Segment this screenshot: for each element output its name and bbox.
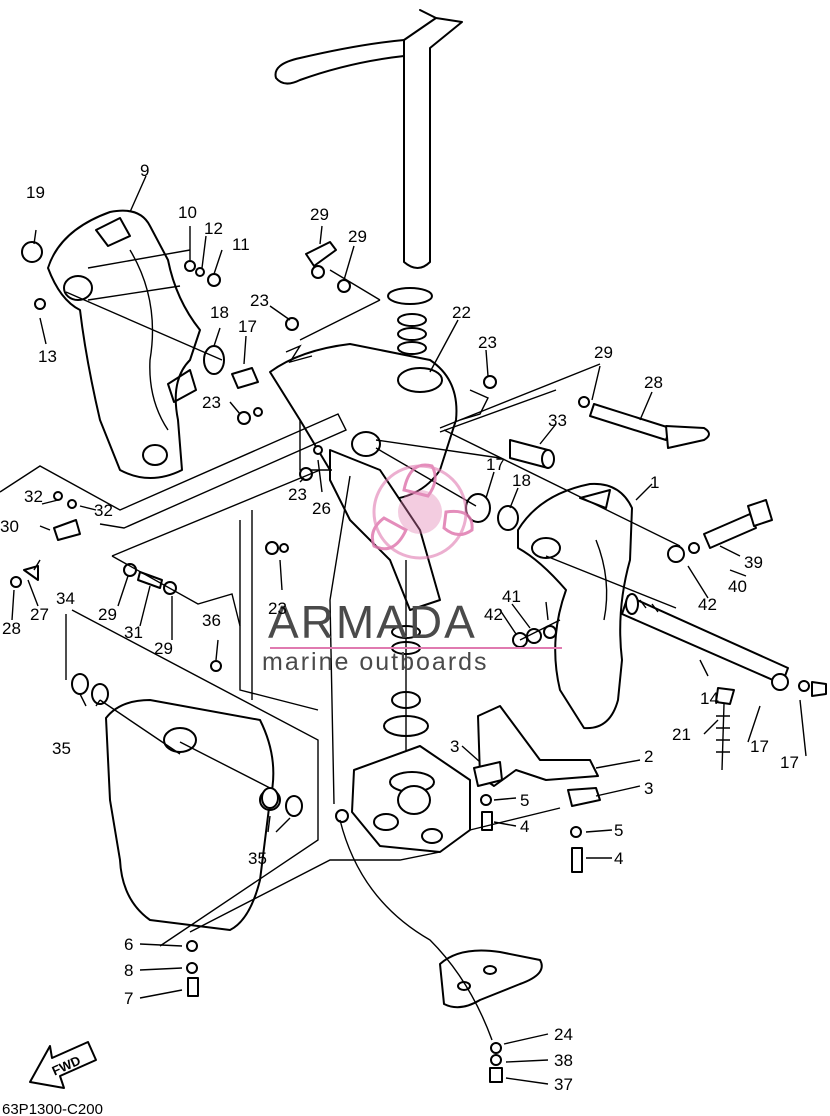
callout: 36 xyxy=(202,611,221,630)
callout: 35 xyxy=(52,739,71,758)
brand-name: ARMADA xyxy=(268,596,477,648)
callout: 23 xyxy=(250,291,269,310)
callout: 29 xyxy=(310,205,329,224)
callout: 32 xyxy=(94,501,113,520)
callout: 41 xyxy=(502,587,521,606)
callout: 23 xyxy=(478,333,497,352)
callout: 17 xyxy=(486,455,505,474)
callout: 21 xyxy=(672,725,691,744)
callout: 17 xyxy=(780,753,799,772)
brand-tagline: marine outboards xyxy=(262,648,489,676)
callout: 29 xyxy=(154,639,173,658)
assembly-frames xyxy=(0,269,561,947)
brand-logo-icon xyxy=(370,463,474,560)
callout: 13 xyxy=(38,347,57,366)
callout: 14 xyxy=(700,689,719,708)
callout: 33 xyxy=(548,411,567,430)
callout: 17 xyxy=(238,317,257,336)
callout: 17 xyxy=(750,737,769,756)
lever-27-drawing xyxy=(589,403,710,449)
pin-34-drawing xyxy=(509,439,555,469)
callout: 7 xyxy=(124,989,133,1008)
callout: 28 xyxy=(644,373,663,392)
callout: 23 xyxy=(288,485,307,504)
callout: 24 xyxy=(554,1025,573,1044)
callout: 3 xyxy=(644,779,653,798)
bolt-39-drawing xyxy=(703,499,773,549)
callout: 29 xyxy=(348,227,367,246)
forward-arrow: FWD xyxy=(29,1041,97,1089)
diagram-code: 63P1300-C200 xyxy=(2,1101,103,1116)
swivel-upper-drawing xyxy=(269,343,458,611)
callout: 26 xyxy=(312,499,331,518)
callout: 6 xyxy=(124,935,133,954)
callout: 39 xyxy=(744,553,763,572)
callout: 42 xyxy=(484,605,503,624)
callout: 29 xyxy=(594,343,613,362)
plate-2-drawing xyxy=(473,705,601,807)
callout: 10 xyxy=(178,203,197,222)
callout: 12 xyxy=(204,219,223,238)
callout: 28 xyxy=(2,619,21,638)
callout: 27 xyxy=(30,605,49,624)
callout: 5 xyxy=(520,791,529,810)
swivel-stack-drawing xyxy=(383,287,433,760)
callout-labels: 19 9 10 12 11 13 29 29 23 18 17 23 22 23… xyxy=(0,161,799,1094)
callout: 31 xyxy=(124,623,143,642)
callout: 1 xyxy=(650,473,659,492)
callout: 32 xyxy=(24,487,43,506)
leader-lines xyxy=(11,175,807,1085)
clamp-bracket-right-drawing xyxy=(517,482,633,730)
callout: 37 xyxy=(554,1075,573,1094)
callout: 30 xyxy=(0,517,19,536)
callout: 18 xyxy=(512,471,531,490)
callout: 18 xyxy=(210,303,229,322)
callout: 22 xyxy=(452,303,471,322)
lower-housing-drawing xyxy=(105,699,281,931)
steering-handle-drawing xyxy=(274,9,463,269)
callout: 34 xyxy=(56,589,75,608)
fasteners-drawing xyxy=(10,241,827,1083)
callout: 29 xyxy=(98,605,117,624)
callout: 23 xyxy=(202,393,221,412)
callout: 38 xyxy=(554,1051,573,1070)
callout: 4 xyxy=(520,817,529,836)
callout: 3 xyxy=(450,737,459,756)
callout: 35 xyxy=(248,849,267,868)
brand-watermark: ARMADA marine outboards xyxy=(262,463,562,676)
callout: 19 xyxy=(26,183,45,202)
callout: 5 xyxy=(614,821,623,840)
lower-casing-drawing xyxy=(439,949,543,1009)
callout: 11 xyxy=(232,235,250,254)
callout: 2 xyxy=(644,747,653,766)
callout: 8 xyxy=(124,961,133,980)
callout: 42 xyxy=(698,595,717,614)
callout: 9 xyxy=(140,161,149,180)
swivel-lower-drawing xyxy=(351,745,471,853)
clamp-bracket-left-drawing xyxy=(47,209,201,479)
callout: 23 xyxy=(268,599,287,618)
callout: 4 xyxy=(614,849,623,868)
callout: 40 xyxy=(728,577,747,596)
